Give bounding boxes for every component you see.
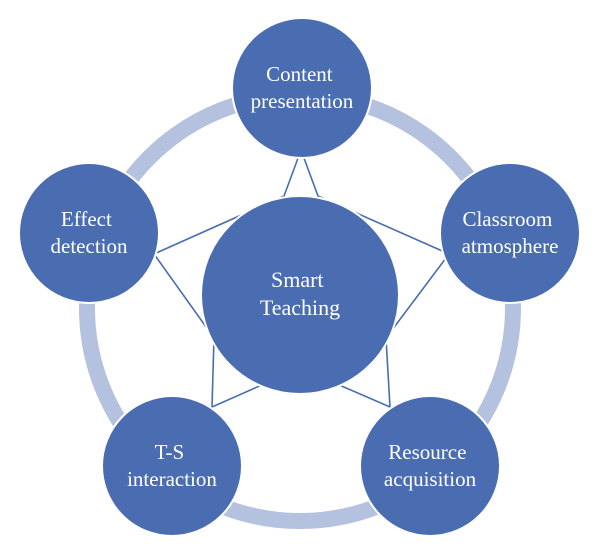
center-label-line1: Smart <box>271 267 324 292</box>
node-label-line1: Effect <box>61 207 112 231</box>
center-circle <box>200 195 400 395</box>
node-effect-detection: Effect detection <box>18 162 160 304</box>
node-label-line1: Content <box>266 62 333 86</box>
node-classroom-atmosphere: Classroom atmosphere <box>439 162 581 304</box>
node-label-line2: acquisition <box>384 467 477 491</box>
node-label-line2: interaction <box>127 467 217 491</box>
node-ts-interaction: T-S interaction <box>101 395 243 537</box>
node-label-line2: detection <box>51 234 128 258</box>
node-label-line1: Resource <box>388 440 466 464</box>
node-circle <box>18 162 160 304</box>
svg-text:T-S interaction: T-S interaction <box>127 440 217 491</box>
svg-text:Classroom atmosphere: Classroom atmosphere <box>462 207 559 258</box>
node-label-line2: atmosphere <box>462 234 559 258</box>
node-content-presentation: Content presentation <box>231 17 373 159</box>
node-resource-acquisition: Resource acquisition <box>359 395 501 537</box>
node-circle <box>359 395 501 537</box>
svg-text:Smart Teaching: Smart Teaching <box>260 267 340 320</box>
node-circle <box>439 162 581 304</box>
svg-text:Effect detection: Effect detection <box>51 207 128 258</box>
node-label-line1: T-S <box>155 440 185 464</box>
node-label-line1: Classroom <box>462 207 552 231</box>
center-label-line2: Teaching <box>260 295 340 320</box>
node-circle <box>101 395 243 537</box>
center-node-smart-teaching: Smart Teaching <box>200 195 400 395</box>
svg-text:Content presentation: Content presentation <box>251 62 354 113</box>
node-circle <box>231 17 373 159</box>
svg-text:Resource acquisition: Resource acquisition <box>384 440 477 491</box>
node-label-line2: presentation <box>251 89 354 113</box>
